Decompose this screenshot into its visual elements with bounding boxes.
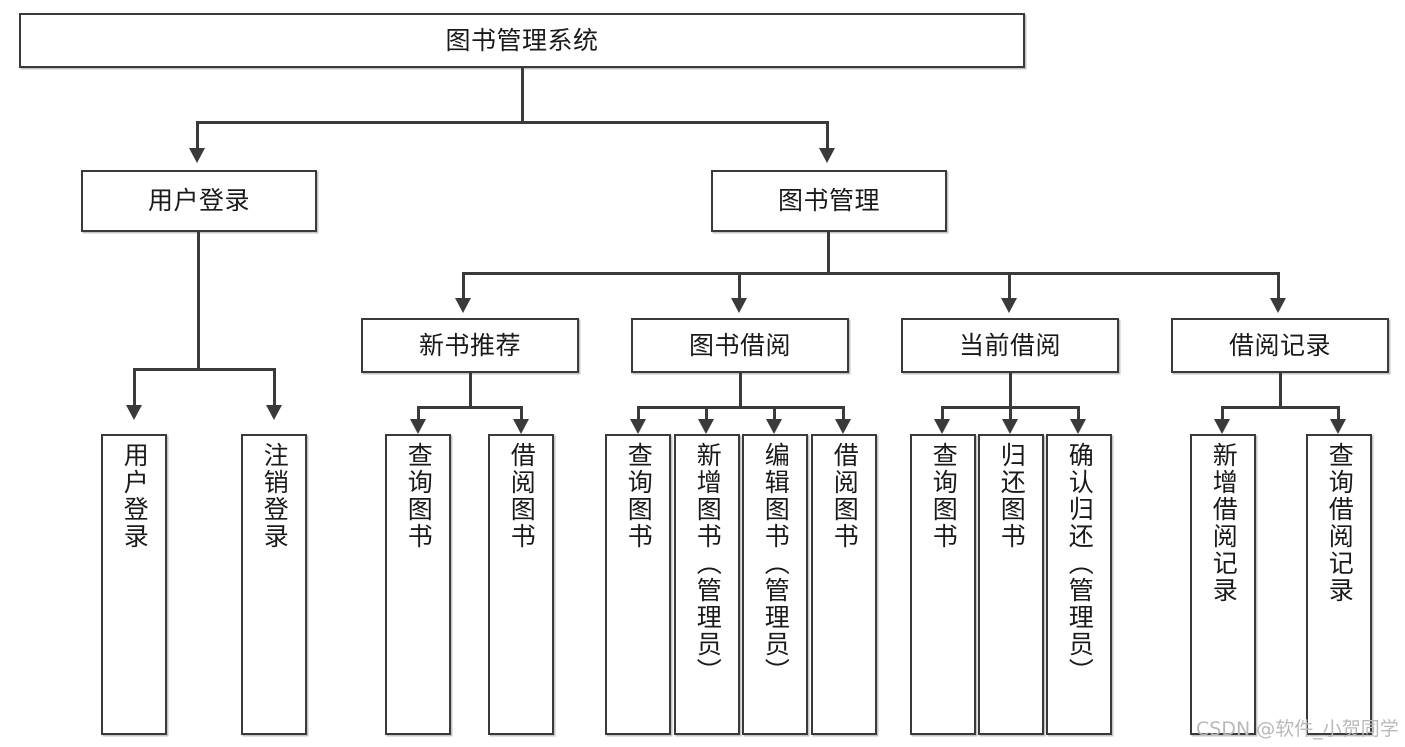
arrowhead-cb-leaf-2 [1002, 419, 1018, 434]
arrowhead-bb-leaf-3 [766, 419, 782, 434]
edge-to-user-login [196, 121, 199, 151]
edge-nbr-drop-1 [417, 406, 420, 426]
edge-root-stem [521, 68, 524, 123]
node-label: 查询图书 [929, 442, 959, 550]
edge-level3-bus [462, 272, 1280, 275]
leaf-bb-query-book[interactable]: 查询图书 [605, 434, 671, 735]
node-label: 借阅图书 [507, 442, 537, 550]
edge-bb-drop-1 [637, 406, 640, 426]
edge-level2-bus [196, 121, 828, 124]
node-label: 确认归还（管理员） [1065, 442, 1095, 685]
edge-book-management-stem [827, 232, 830, 274]
arrowhead-nbr-leaf-2 [513, 419, 529, 434]
arrowhead-cb-leaf-3 [1070, 419, 1086, 434]
node-label: 归还图书 [997, 442, 1027, 550]
edge-user-login-stem [197, 232, 200, 370]
leaf-bb-borrow-book[interactable]: 借阅图书 [811, 434, 877, 735]
edge-to-book-borrow [738, 272, 741, 300]
arrowhead-br-leaf-2 [1330, 419, 1346, 434]
node-label: 用户登录 [147, 186, 250, 215]
leaf-bb-edit-book-admin[interactable]: 编辑图书（管理员） [742, 434, 808, 735]
node-label: 借阅图书 [830, 442, 860, 550]
node-label: 新增借阅记录 [1209, 442, 1239, 604]
node-label: 借阅记录 [1228, 330, 1331, 360]
leaf-user-login[interactable]: 用户登录 [101, 434, 167, 735]
arrowhead-br-leaf-1 [1214, 419, 1230, 434]
edge-current-borrow-stem [1009, 373, 1012, 409]
edge-to-current-borrow [1008, 272, 1011, 300]
edge-bb-drop-4 [842, 406, 845, 426]
node-book-management[interactable]: 图书管理 [711, 170, 947, 232]
node-label: 图书管理系统 [445, 25, 599, 55]
edge-borrow-record-bus [1221, 406, 1340, 409]
node-new-book-recommend[interactable]: 新书推荐 [361, 318, 579, 373]
node-label: 查询借阅记录 [1325, 442, 1355, 604]
leaf-cb-return-book[interactable]: 归还图书 [978, 434, 1044, 735]
node-label: 注销登录 [260, 442, 290, 550]
edge-cb-drop-2 [1009, 406, 1012, 426]
edge-to-borrow-record [1277, 272, 1280, 300]
node-label: 图书管理 [777, 186, 880, 215]
leaf-br-query-record[interactable]: 查询借阅记录 [1306, 434, 1372, 735]
arrowhead-cb-leaf-1 [934, 419, 950, 434]
arrowhead-to-book-borrow [731, 298, 747, 313]
edge-user-login-bus [133, 368, 276, 371]
edge-new-book-recommend-stem [469, 373, 472, 409]
node-book-borrow[interactable]: 图书借阅 [631, 318, 849, 373]
leaf-logout[interactable]: 注销登录 [241, 434, 307, 735]
node-current-borrow[interactable]: 当前借阅 [901, 318, 1119, 373]
node-label: 当前借阅 [958, 330, 1061, 360]
node-user-login[interactable]: 用户登录 [81, 170, 317, 232]
node-label: 图书借阅 [688, 330, 791, 360]
edge-book-borrow-bus [637, 406, 845, 409]
edge-borrow-record-stem [1279, 373, 1282, 409]
edge-new-book-recommend-bus [417, 406, 523, 409]
node-borrow-record[interactable]: 借阅记录 [1171, 318, 1389, 373]
edge-nbr-drop-2 [520, 406, 523, 426]
arrowhead-to-user-login [189, 148, 205, 163]
node-label: 新书推荐 [418, 330, 521, 360]
node-book-management-system[interactable]: 图书管理系统 [19, 13, 1025, 68]
edge-bb-drop-2 [705, 406, 708, 426]
arrowhead-to-book-management [819, 148, 835, 163]
leaf-cb-query-book[interactable]: 查询图书 [910, 434, 976, 735]
leaf-nbr-borrow-book[interactable]: 借阅图书 [488, 434, 554, 735]
arrowhead-bb-leaf-1 [630, 419, 646, 434]
arrowhead-to-borrow-record [1270, 298, 1286, 313]
arrowhead-user-login-leaf-1 [126, 405, 142, 420]
leaf-br-add-record[interactable]: 新增借阅记录 [1190, 434, 1256, 735]
edge-book-borrow-stem [739, 373, 742, 409]
node-label: 查询图书 [404, 442, 434, 550]
edge-cb-drop-3 [1077, 406, 1080, 426]
leaf-cb-confirm-return-admin[interactable]: 确认归还（管理员） [1046, 434, 1112, 735]
edge-user-login-drop-1 [133, 368, 136, 406]
leaf-nbr-query-book[interactable]: 查询图书 [385, 434, 451, 735]
edge-user-login-drop-2 [273, 368, 276, 406]
edge-br-drop-1 [1221, 406, 1224, 426]
arrowhead-nbr-leaf-1 [410, 419, 426, 434]
arrowhead-to-new-book-recommend [455, 298, 471, 313]
edge-to-new-book-recommend [462, 272, 465, 300]
edge-br-drop-2 [1337, 406, 1340, 426]
node-label: 用户登录 [120, 442, 150, 550]
arrowhead-bb-leaf-4 [835, 419, 851, 434]
edge-bb-drop-3 [773, 406, 776, 426]
leaf-bb-add-book-admin[interactable]: 新增图书（管理员） [674, 434, 740, 735]
node-label: 新增图书（管理员） [693, 442, 723, 685]
edge-to-book-management [826, 121, 829, 151]
node-label: 查询图书 [624, 442, 654, 550]
arrowhead-bb-leaf-2 [698, 419, 714, 434]
arrowhead-to-current-borrow [1001, 298, 1017, 313]
node-label: 编辑图书（管理员） [761, 442, 791, 685]
edge-cb-drop-1 [941, 406, 944, 426]
arrowhead-user-login-leaf-2 [266, 405, 282, 420]
